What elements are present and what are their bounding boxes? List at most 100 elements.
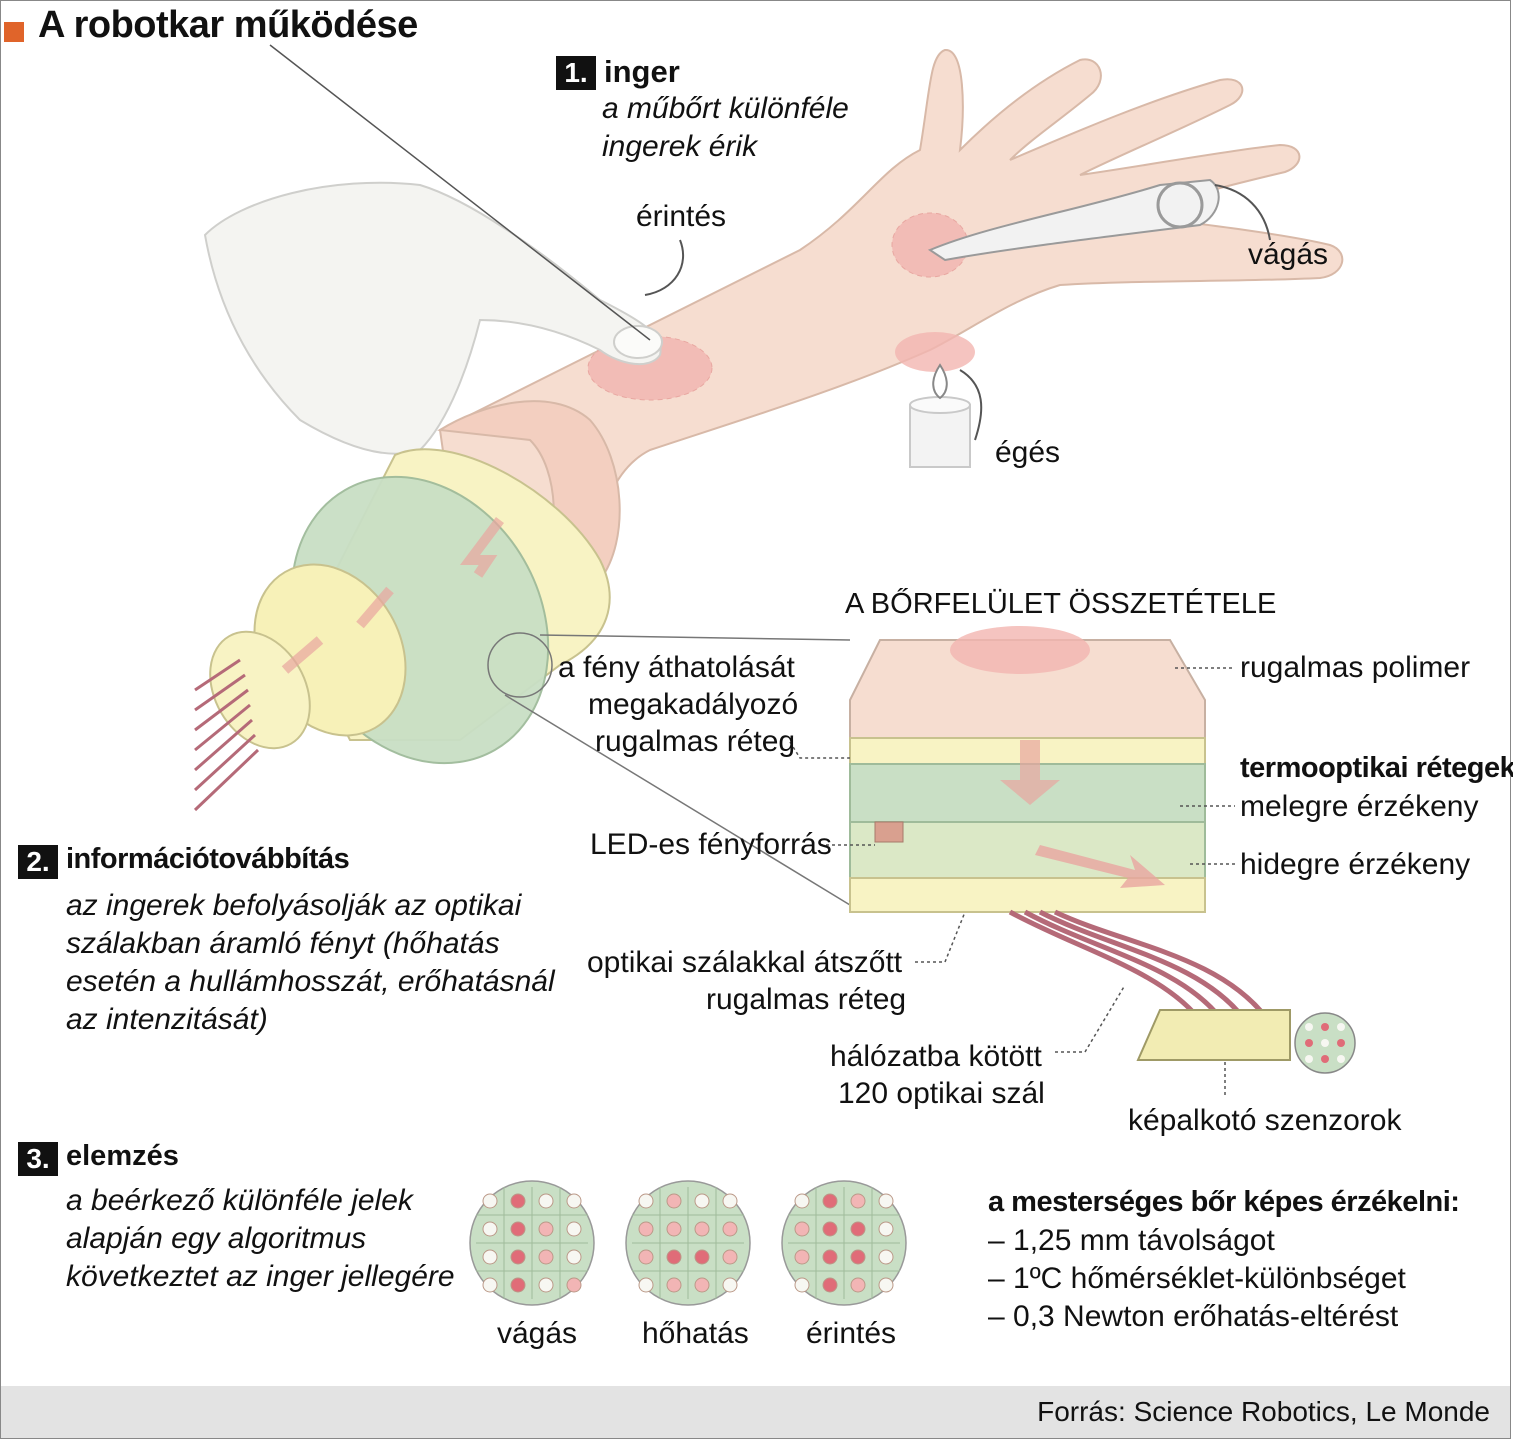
pattern-dot	[822, 1249, 838, 1265]
pattern-dot	[510, 1193, 526, 1209]
touch-arrow	[644, 239, 685, 296]
label-cold: hidegre érzékeny	[1240, 848, 1471, 881]
zoom-circle	[487, 632, 553, 698]
step3-number: 3.	[18, 1142, 58, 1176]
scalpel-ring	[1156, 181, 1204, 229]
pattern-dot	[850, 1221, 866, 1237]
pattern-dot	[850, 1249, 866, 1265]
step3-desc-3: következtet az inger jellegére	[66, 1260, 455, 1293]
sensor-dot	[1321, 1023, 1329, 1031]
pattern-dot	[694, 1221, 710, 1237]
pattern-dot	[878, 1277, 894, 1293]
label-burn: égés	[995, 436, 1061, 469]
pattern-dot	[794, 1221, 810, 1237]
source-text: Forrás: Science Robotics, Le Monde	[1037, 1396, 1490, 1427]
label-touch: érintés	[636, 200, 727, 233]
pattern-dot	[638, 1277, 654, 1293]
step1-desc-2: ingerek érik	[602, 130, 758, 163]
sensor-board	[1136, 1009, 1291, 1061]
label-polymer: rugalmas polimer	[1240, 651, 1471, 684]
step2-title: információtovábbítás	[66, 843, 350, 875]
pattern-dot	[666, 1221, 682, 1237]
pattern-dot	[538, 1249, 554, 1265]
step2-desc-3: esetén a hullámhosszát, erőhatásnál	[66, 965, 555, 998]
pattern-dot	[482, 1193, 498, 1209]
pattern-dot	[510, 1249, 526, 1265]
sensor-dot	[1337, 1055, 1345, 1063]
sensor-fibers	[1008, 909, 1271, 1022]
sensor-dot	[1337, 1039, 1345, 1047]
step2-desc-2: szálakban áramló fényt (hőhatás	[66, 927, 500, 960]
step1-title: inger	[604, 54, 680, 89]
footer: Forrás: Science Robotics, Le Monde	[1, 1386, 1510, 1438]
candle-flame	[932, 363, 948, 400]
pattern-circle	[469, 1180, 595, 1306]
step1-desc-1: a műbőrt különféle	[602, 92, 849, 125]
leader-lines	[789, 667, 1235, 1098]
pattern-dot	[822, 1193, 838, 1209]
pattern-dot	[694, 1193, 710, 1209]
pattern-dot	[538, 1277, 554, 1293]
pattern-dot	[666, 1249, 682, 1265]
pattern-label-cut: vágás	[497, 1317, 578, 1350]
label-cut: vágás	[1248, 238, 1329, 271]
label-fiber-woven-2: rugalmas réteg	[706, 983, 907, 1016]
capability-1: – 1,25 mm távolságot	[988, 1224, 1275, 1257]
step3-desc-2: alapján egy algoritmus	[66, 1222, 367, 1255]
step1-number: 1.	[556, 56, 596, 90]
capability-3: – 0,3 Newton erőhatás-eltérést	[988, 1300, 1399, 1333]
pattern-dot	[638, 1193, 654, 1209]
step3-desc-1: a beérkező különféle jelek	[66, 1184, 413, 1217]
pattern-dot	[878, 1249, 894, 1265]
capabilities-title: a mesterséges bőr képes érzékelni:	[988, 1186, 1460, 1218]
pattern-dot	[850, 1277, 866, 1293]
sensor-dot	[1305, 1055, 1313, 1063]
label-light-block-2: megakadályozó	[588, 688, 799, 721]
capability-2: – 1ºC hőmérséklet-különbséget	[988, 1262, 1406, 1295]
pattern-dot	[638, 1221, 654, 1237]
arm-shape	[438, 48, 1344, 562]
fingertip	[613, 325, 663, 359]
label-led: LED-es fényforrás	[590, 828, 832, 861]
burn-arrow	[959, 369, 983, 441]
sensor-dot	[1337, 1023, 1345, 1031]
flow-arrow-3	[281, 636, 324, 674]
pattern-dot	[794, 1193, 810, 1209]
pattern-dot	[794, 1277, 810, 1293]
flow-arrow-1	[460, 517, 504, 578]
pattern-dot	[482, 1277, 498, 1293]
pattern-circle	[625, 1180, 751, 1306]
scalpel	[927, 178, 1220, 262]
pattern-dot	[566, 1249, 582, 1265]
step2-desc-4: az intenzitását)	[66, 1003, 268, 1036]
pattern-dot	[878, 1221, 894, 1237]
arm-fibers	[193, 658, 260, 812]
pattern-dot	[822, 1277, 838, 1293]
label-fibers-1: hálózatba kötött	[830, 1040, 1042, 1073]
layer-arrow-down	[1000, 740, 1060, 805]
label-fiber-woven-1: optikai szálakkal átszőtt	[587, 946, 903, 979]
pattern-dot	[638, 1249, 654, 1265]
label-light-block-1: a fény áthatolását	[558, 651, 795, 684]
pattern-dot	[794, 1249, 810, 1265]
label-warm: melegre érzékeny	[1240, 790, 1479, 823]
pattern-dot	[538, 1193, 554, 1209]
step2-number: 2.	[18, 845, 58, 879]
pattern-label-touch: érintés	[806, 1317, 897, 1350]
pattern-dot	[722, 1193, 738, 1209]
step2-desc-1: az ingerek befolyásolják az optikai	[66, 889, 522, 922]
sensor-dot	[1321, 1039, 1329, 1047]
label-thermo-title: termooptikai rétegek:	[1240, 752, 1513, 784]
pattern-dot	[722, 1249, 738, 1265]
pattern-dot	[850, 1193, 866, 1209]
page-title: A robotkar működése	[38, 4, 418, 46]
layer-arrow-right	[1035, 845, 1165, 888]
glove-hand	[203, 181, 662, 455]
pattern-dot	[482, 1249, 498, 1265]
pattern-dot	[510, 1277, 526, 1293]
pattern-dot	[666, 1193, 682, 1209]
pattern-dot	[510, 1221, 526, 1237]
title-marker	[4, 22, 24, 42]
